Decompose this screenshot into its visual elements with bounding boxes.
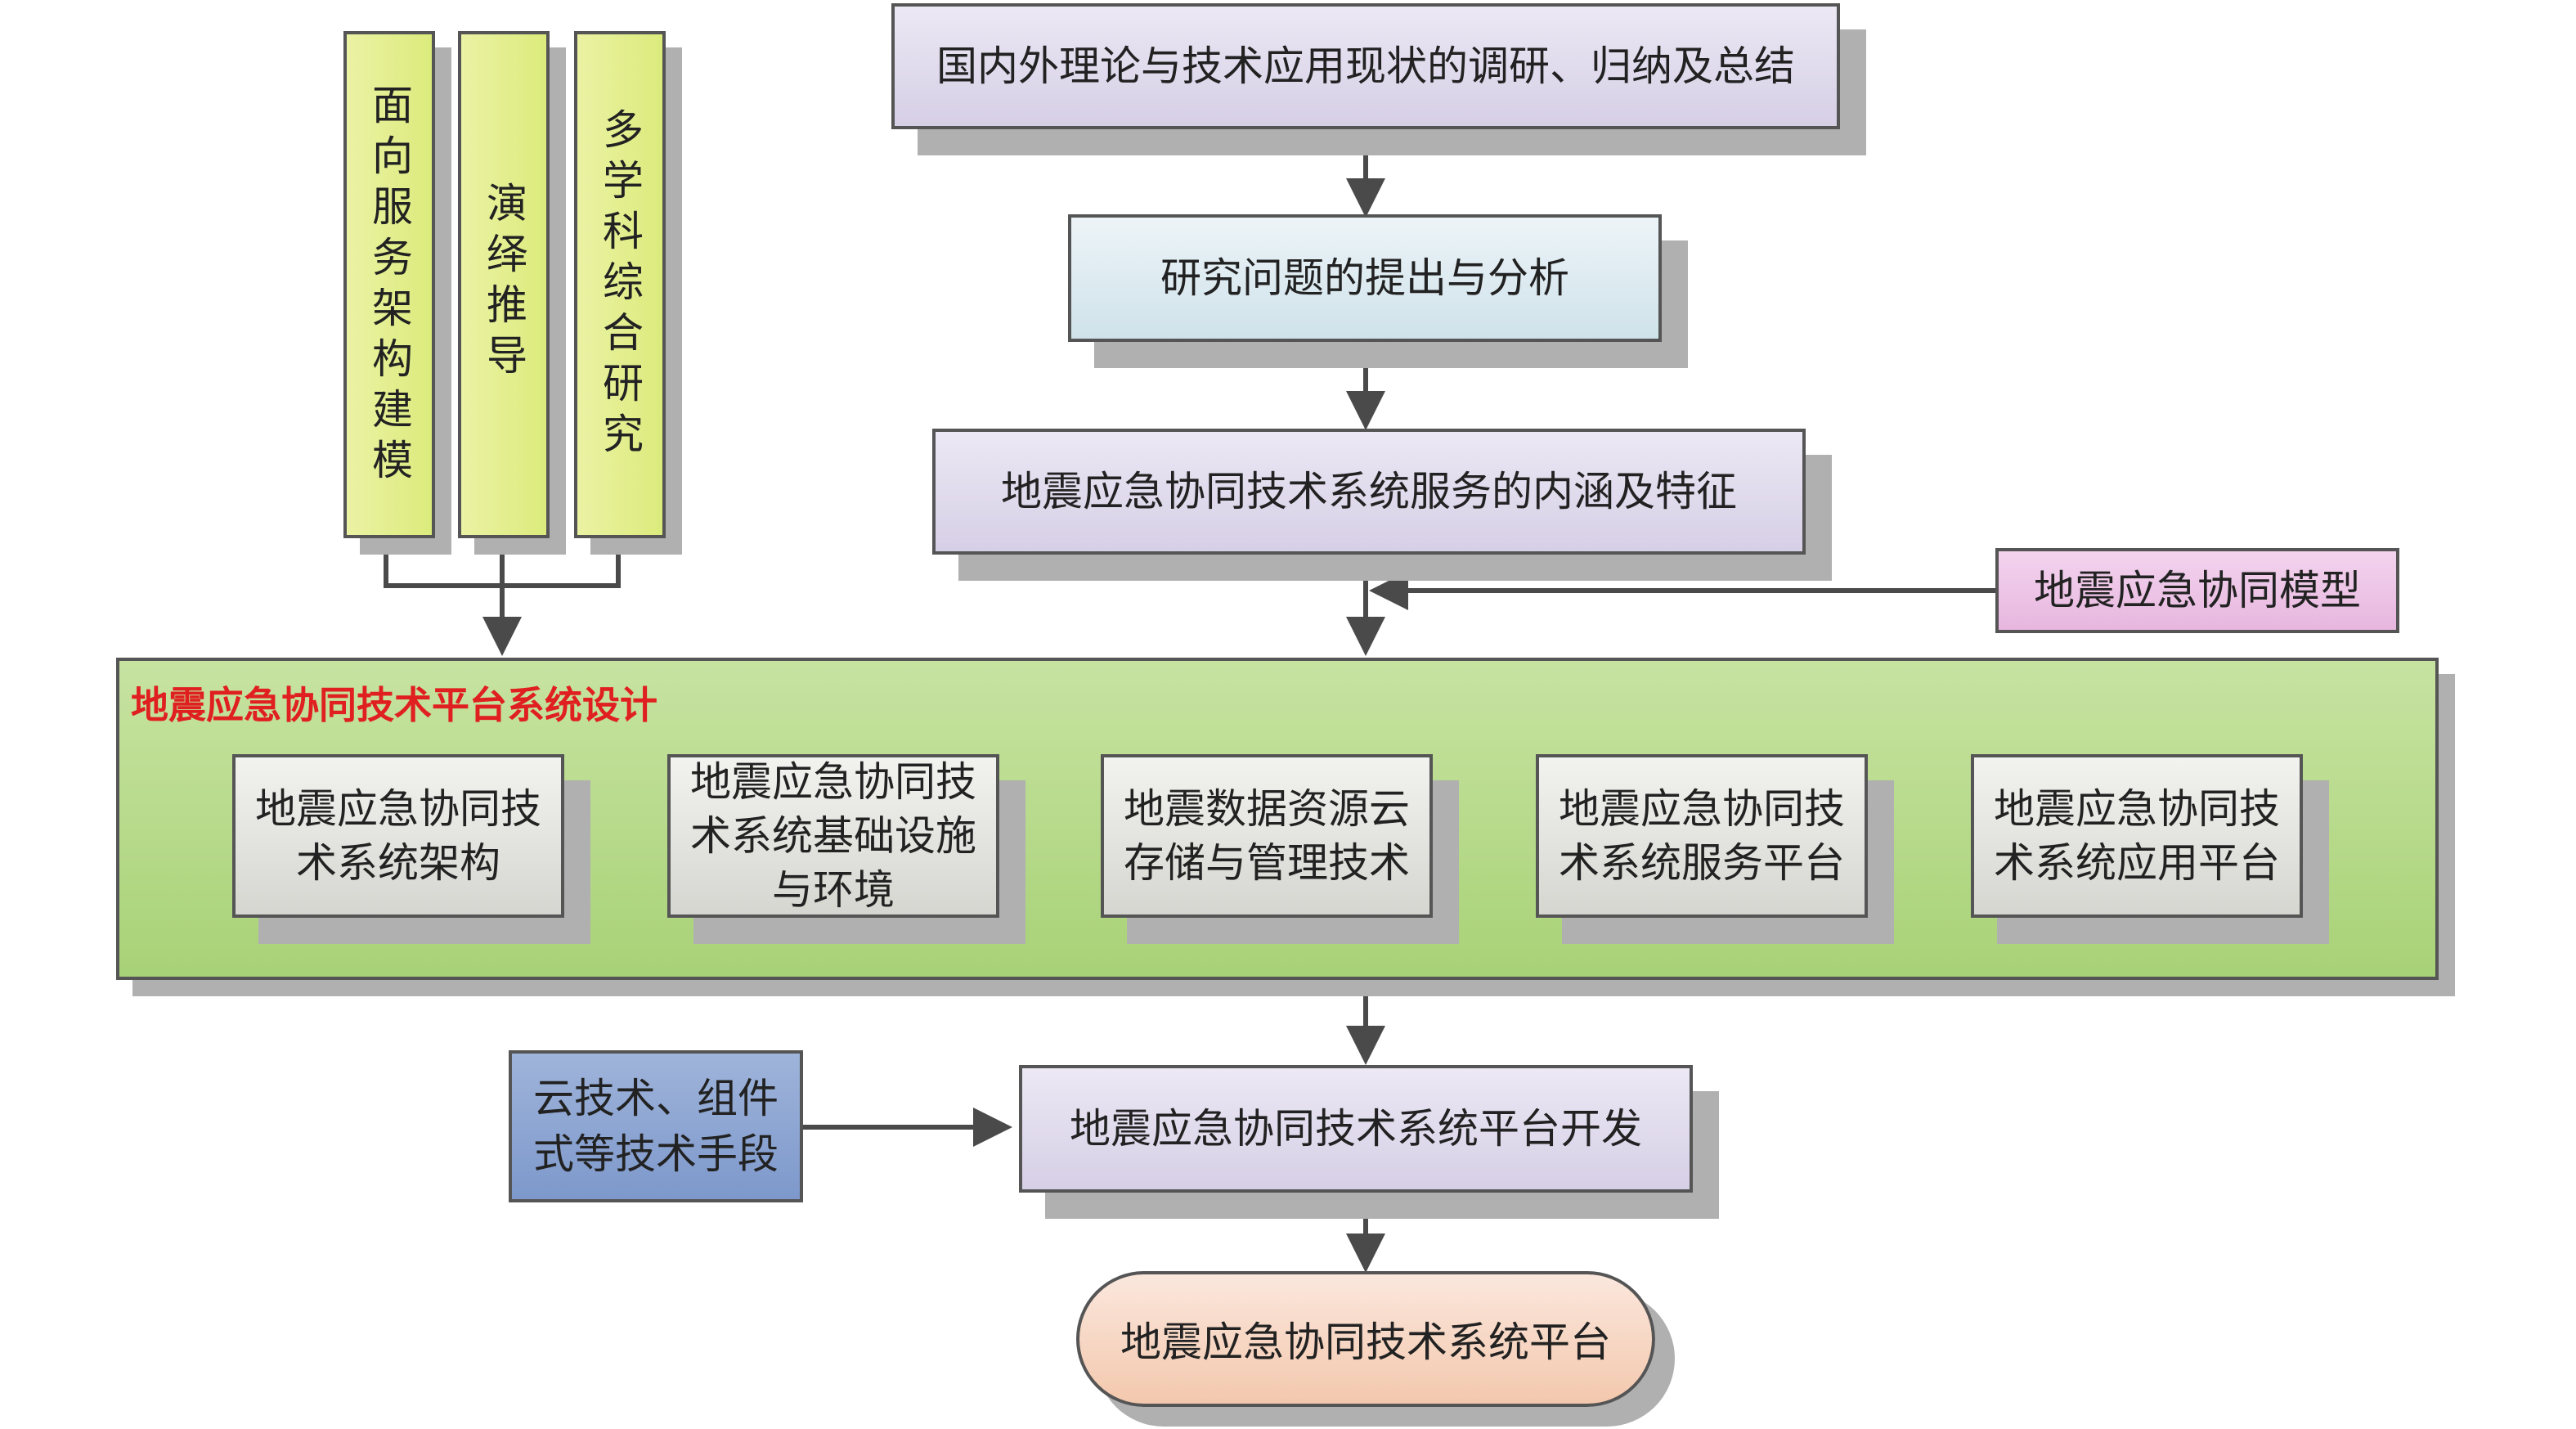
design-item-2-line-2: 术系统基础设施 bbox=[690, 812, 976, 860]
connotation-label: 地震应急协同技术系统服务的内涵及特征 bbox=[1001, 468, 1737, 515]
method-deduction-label: 演绎推导 bbox=[480, 182, 527, 384]
design-item-3-line-2: 存储与管理技术 bbox=[1124, 839, 1410, 887]
model-box: 地震应急协同模型 bbox=[1995, 548, 2399, 633]
method-multi-label: 多学科综合研究 bbox=[596, 108, 644, 463]
design-item-4-line-1: 地震应急协同技 bbox=[1559, 785, 1845, 833]
design-item-3-line-1: 地震数据资源云 bbox=[1124, 785, 1410, 833]
method-deduction: 演绎推导 bbox=[458, 31, 550, 538]
survey-label: 国内外理论与技术应用现状的调研、归纳及总结 bbox=[936, 43, 1795, 90]
connotation-box: 地震应急协同技术系统服务的内涵及特征 bbox=[932, 429, 1806, 555]
tech-means-box: 云技术、组件 式等技术手段 bbox=[509, 1050, 803, 1202]
final-platform-box: 地震应急协同技术系统平台 bbox=[1076, 1271, 1655, 1407]
method-multidisciplinary: 多学科综合研究 bbox=[574, 31, 666, 538]
design-item-cloud-storage: 地震数据资源云 存储与管理技术 bbox=[1101, 754, 1433, 918]
design-item-service-platform: 地震应急协同技 术系统服务平台 bbox=[1536, 754, 1868, 918]
design-item-5-line-2: 术系统应用平台 bbox=[1994, 839, 2280, 887]
platform-dev-label: 地震应急协同技术系统平台开发 bbox=[1070, 1105, 1642, 1153]
platform-dev-box: 地震应急协同技术系统平台开发 bbox=[1019, 1065, 1693, 1193]
final-platform-label: 地震应急协同技术系统平台 bbox=[1120, 1319, 1611, 1366]
method-soa-modeling: 面向服务架构建模 bbox=[343, 31, 435, 538]
survey-box: 国内外理论与技术应用现状的调研、归纳及总结 bbox=[891, 3, 1840, 129]
design-item-1-line-1: 地震应急协同技 bbox=[255, 785, 541, 833]
design-item-2-line-1: 地震应急协同技 bbox=[690, 758, 976, 806]
design-item-4-line-2: 术系统服务平台 bbox=[1559, 839, 1845, 887]
design-item-application-platform: 地震应急协同技 术系统应用平台 bbox=[1971, 754, 2303, 918]
design-item-1-line-2: 术系统架构 bbox=[296, 839, 500, 887]
problem-box: 研究问题的提出与分析 bbox=[1068, 214, 1662, 342]
tech-means-line-2: 式等技术手段 bbox=[533, 1130, 779, 1178]
model-label: 地震应急协同模型 bbox=[2034, 567, 2361, 614]
problem-label: 研究问题的提出与分析 bbox=[1160, 254, 1569, 302]
tech-means-line-1: 云技术、组件 bbox=[533, 1075, 779, 1122]
method-soa-label: 面向服务架构建模 bbox=[366, 83, 413, 489]
design-item-5-line-1: 地震应急协同技 bbox=[1994, 785, 2280, 833]
design-item-2-line-3: 与环境 bbox=[772, 866, 895, 914]
design-item-infrastructure: 地震应急协同技 术系统基础设施 与环境 bbox=[667, 754, 999, 918]
design-item-architecture: 地震应急协同技 术系统架构 bbox=[232, 754, 564, 918]
design-group-title: 地震应急协同技术平台系统设计 bbox=[131, 683, 657, 727]
